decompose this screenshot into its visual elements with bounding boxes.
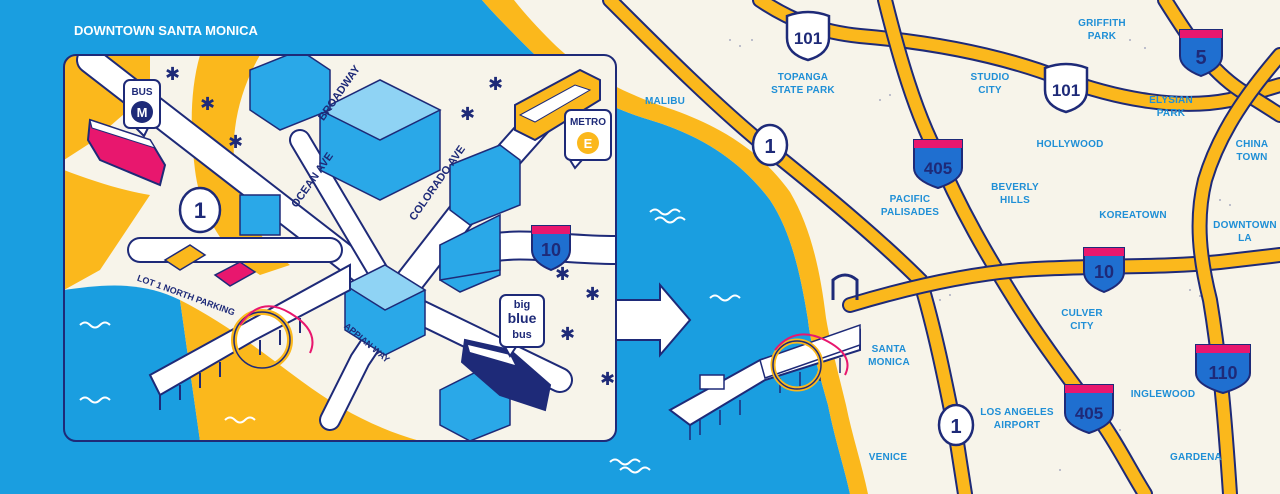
- svg-text:HOLLYWOOD: HOLLYWOOD: [1037, 139, 1104, 150]
- bus-m-vehicle: [86, 118, 167, 187]
- svg-text:M: M: [137, 105, 148, 120]
- svg-text:10: 10: [1094, 262, 1114, 282]
- svg-text:INGLEWOOD: INGLEWOOD: [1131, 389, 1196, 400]
- svg-text:LOS ANGELES: LOS ANGELES: [980, 407, 1054, 418]
- svg-text:CITY: CITY: [978, 85, 1002, 96]
- svg-text:10: 10: [541, 240, 561, 260]
- freeways: [602, 0, 1280, 494]
- svg-text:GARDENA: GARDENA: [1170, 452, 1222, 463]
- svg-text:405: 405: [924, 159, 952, 178]
- svg-text:CULVER: CULVER: [1061, 308, 1103, 319]
- i10-shield: 10: [1083, 247, 1125, 294]
- svg-text:BUS: BUS: [131, 87, 152, 98]
- svg-text:101: 101: [1052, 81, 1080, 100]
- svg-text:CITY: CITY: [1070, 321, 1094, 332]
- i110-shield: 110: [1195, 344, 1251, 395]
- svg-text:PARK: PARK: [1157, 108, 1186, 119]
- svg-text:405: 405: [1075, 404, 1103, 423]
- svg-text:ELYSIAN: ELYSIAN: [1149, 95, 1193, 106]
- svg-text:GRIFFITH: GRIFFITH: [1078, 18, 1126, 29]
- svg-text:CHINA: CHINA: [1236, 139, 1269, 150]
- svg-text:5: 5: [1195, 47, 1206, 69]
- svg-text:✱: ✱: [560, 324, 575, 345]
- svg-text:✱: ✱: [200, 94, 215, 115]
- svg-text:MALIBU: MALIBU: [645, 96, 685, 107]
- svg-text:SANTA: SANTA: [872, 344, 907, 355]
- big-blue-bus-badge: big blue bus: [499, 294, 545, 358]
- svg-text:KOREATOWN: KOREATOWN: [1099, 210, 1167, 221]
- svg-text:1: 1: [950, 416, 961, 438]
- svg-text:✱: ✱: [165, 64, 180, 85]
- place-labels: GRIFFITH PARK TOPANGA STATE PARK STUDIO …: [645, 18, 1277, 463]
- svg-text:big: big: [514, 299, 531, 311]
- svg-text:PACIFIC: PACIFIC: [890, 194, 931, 205]
- svg-text:VENICE: VENICE: [869, 452, 908, 463]
- svg-text:110: 110: [1208, 363, 1237, 383]
- svg-text:LA: LA: [1238, 233, 1252, 244]
- svg-text:✱: ✱: [555, 264, 570, 285]
- region-arch: [831, 273, 859, 300]
- svg-text:✱: ✱: [600, 369, 615, 390]
- inset-border: [63, 54, 617, 442]
- inset-i10-shield: 10: [531, 225, 571, 272]
- svg-text:✱: ✱: [228, 132, 243, 153]
- bus-m-badge: BUS M: [123, 79, 161, 138]
- svg-text:1: 1: [764, 136, 775, 158]
- svg-text:1: 1: [194, 198, 206, 223]
- metro-e-badge: METRO E: [564, 109, 612, 170]
- svg-text:STATE PARK: STATE PARK: [771, 85, 835, 96]
- svg-text:PARK: PARK: [1088, 31, 1117, 42]
- i5-shield: 5: [1179, 29, 1223, 78]
- i405-shield-a: 405: [913, 139, 963, 190]
- inset-route-1-shield: 1: [178, 186, 222, 234]
- svg-text:STUDIO: STUDIO: [971, 72, 1010, 83]
- ca1-shield-b: 1: [937, 403, 975, 447]
- svg-text:✱: ✱: [488, 74, 503, 95]
- svg-text:TOWN: TOWN: [1236, 152, 1267, 163]
- svg-text:METRO: METRO: [570, 117, 606, 128]
- i405-shield-b: 405: [1064, 384, 1114, 435]
- inset-title: DOWNTOWN SANTA MONICA: [74, 23, 259, 38]
- svg-text:AIRPORT: AIRPORT: [994, 420, 1040, 431]
- svg-text:101: 101: [794, 29, 822, 48]
- svg-text:BEVERLY: BEVERLY: [991, 182, 1039, 193]
- svg-text:E: E: [584, 136, 593, 151]
- svg-text:HILLS: HILLS: [1000, 195, 1030, 206]
- metro-e-train: [514, 68, 601, 142]
- ca1-shield-a: 1: [751, 123, 789, 167]
- svg-text:✱: ✱: [585, 284, 600, 305]
- svg-text:DOWNTOWN: DOWNTOWN: [1213, 220, 1277, 231]
- svg-text:MONICA: MONICA: [868, 357, 910, 368]
- svg-text:✱: ✱: [460, 104, 475, 125]
- region-pier: [668, 323, 861, 440]
- svg-text:blue: blue: [508, 310, 537, 326]
- cars: [163, 244, 257, 287]
- svg-text:PALISADES: PALISADES: [881, 207, 939, 218]
- waves: [609, 208, 741, 474]
- svg-text:TOPANGA: TOPANGA: [778, 72, 828, 83]
- us101-shield-b: 101: [1043, 62, 1089, 114]
- svg-text:bus: bus: [512, 329, 532, 341]
- us101-shield-a: 101: [785, 10, 831, 62]
